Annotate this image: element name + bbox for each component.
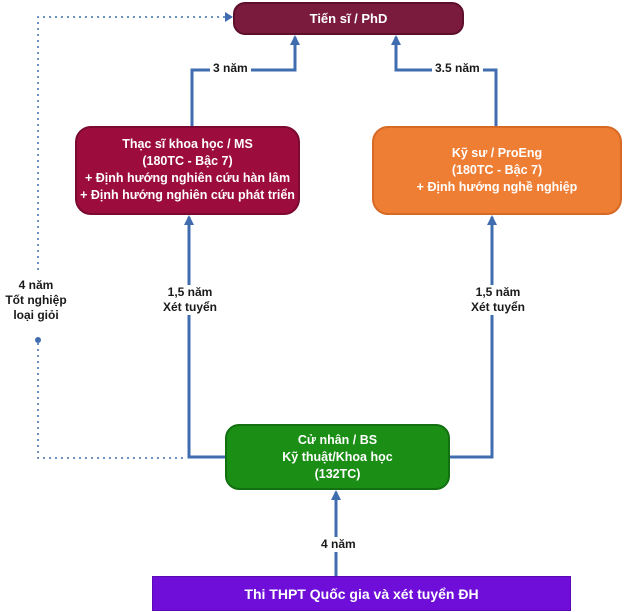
bachelor-box: Cử nhân / BS Kỹ thuật/Khoa học (132TC) — [225, 424, 450, 490]
label-bs-to-ms-duration: 1,5 năm — [167, 285, 213, 299]
label-bs-to-phd-direct: 4 năm Tốt nghiệp loại giỏi — [2, 278, 70, 323]
bachelor-credits: (132TC) — [314, 466, 361, 481]
label-direct-duration: 4 năm — [18, 278, 54, 292]
label-ms-to-phd-text: 3 năm — [213, 61, 248, 75]
masters-track-development: + Định hướng nghiên cứu phát triển — [80, 187, 295, 202]
label-bs-to-eng: 1,5 năm Xét tuyển — [458, 285, 538, 315]
engineer-track: + Định hướng nghề nghiệp — [416, 180, 578, 194]
label-bs-to-ms: 1,5 năm Xét tuyển — [150, 285, 230, 315]
label-direct-condition: Tốt nghiệp — [5, 293, 67, 307]
label-bs-to-ms-method: Xét tuyển — [162, 300, 217, 314]
masters-credits: (180TC - Bậc 7) — [142, 153, 233, 168]
exam-box: Thi THPT Quốc gia và xét tuyển ĐH — [152, 576, 571, 611]
masters-track-academic: + Định hướng nghiên cứu hàn lâm — [84, 170, 291, 185]
label-bs-to-eng-duration: 1,5 năm — [475, 285, 521, 299]
phd-label: Tiến sĩ / PhD — [309, 11, 388, 26]
masters-box: Thạc sĩ khoa học / MS (180TC - Bậc 7) + … — [75, 126, 300, 215]
engineer-title: Kỹ sư / ProEng — [451, 146, 543, 160]
arrow-ms-to-phd — [190, 35, 300, 126]
arrow-eng-to-phd — [391, 35, 498, 126]
bachelor-title: Cử nhân / BS — [297, 432, 378, 447]
engineer-box: Kỹ sư / ProEng (180TC - Bậc 7) + Định hư… — [372, 126, 622, 215]
exam-label: Thi THPT Quốc gia và xét tuyển ĐH — [244, 585, 479, 602]
dotted-path-bs-to-phd — [37, 340, 183, 459]
dotted-path-upper — [37, 16, 225, 270]
dotted-path-dot — [35, 337, 41, 343]
label-exam-to-bs: 4 năm — [318, 537, 359, 552]
arrow-bs-to-ms — [184, 215, 225, 459]
masters-title: Thạc sĩ khoa học / MS — [122, 136, 253, 151]
arrow-bs-to-eng — [450, 215, 497, 459]
label-bs-to-eng-method: Xét tuyển — [470, 300, 525, 314]
bachelor-field: Kỹ thuật/Khoa học — [282, 449, 393, 464]
engineer-credits: (180TC - Bậc 7) — [451, 163, 543, 177]
label-eng-to-phd: 3.5 năm — [432, 61, 483, 76]
phd-box: Tiến sĩ / PhD — [233, 2, 464, 35]
label-eng-to-phd-text: 3.5 năm — [435, 61, 480, 75]
dotted-arrowhead — [225, 12, 233, 22]
label-direct-grade: loại giỏi — [13, 308, 59, 322]
label-exam-to-bs-text: 4 năm — [321, 537, 356, 551]
label-ms-to-phd: 3 năm — [210, 61, 251, 76]
